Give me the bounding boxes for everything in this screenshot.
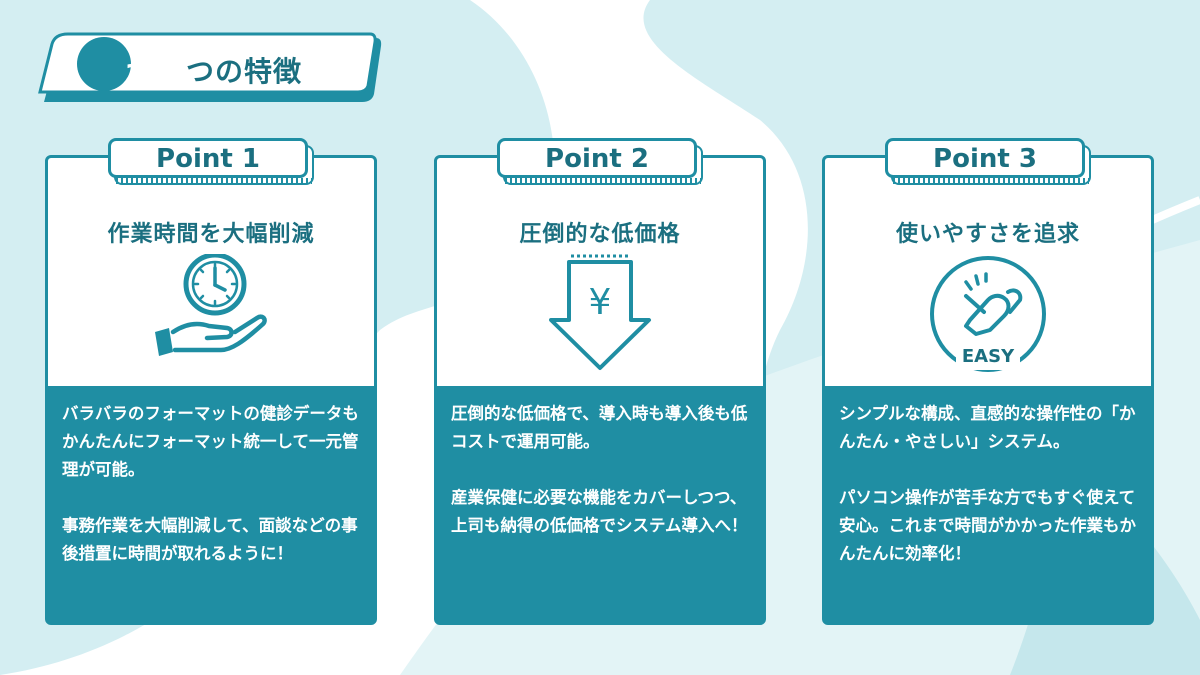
point-label: Point 3	[885, 138, 1085, 178]
point-label: Point 1	[108, 138, 308, 178]
card-paragraph: 圧倒的な低価格で、導入時も導入後も低コストで運用可能。	[451, 404, 748, 451]
card-paragraph: 事務作業を大幅削減して、面談などの事後措置に時間が取れるように！	[62, 516, 358, 563]
point-label: Point 2	[497, 138, 697, 178]
yen-symbol: ¥	[589, 282, 612, 323]
point-tab-2: Point 2	[497, 138, 711, 190]
easy-label: EASY	[962, 346, 1015, 367]
feature-title: 圧倒的な低価格	[519, 222, 681, 247]
card-paragraph: バラバラのフォーマットの健診データもかんたんにフォーマット統一して一元管理が可能…	[62, 404, 359, 479]
section-heading: 3 つの特徴	[36, 30, 386, 110]
easy-snap-icon: EASY	[930, 256, 1046, 372]
heading-title: つの特徴	[186, 55, 303, 88]
card-paragraph: シンプルな構成、直感的な操作性の「かんたん・やさしい」システム。	[839, 404, 1136, 451]
yen-down-arrow-icon: ¥	[549, 254, 651, 370]
point-tab-1: Point 1	[108, 138, 322, 190]
feature-title: 使いやすさを追求	[895, 222, 1080, 247]
feature-card-1: 作業時間を大幅削減 バラバラのフォーマットの健診データもかんたんにフォーマット統…	[45, 155, 377, 625]
card-body: バラバラのフォーマットの健診データもかんたんにフォーマット統一して一元管理が可能…	[48, 386, 374, 622]
heading-number: 3	[124, 60, 144, 90]
heading-tab-shape	[38, 32, 382, 102]
clock-hand-icon	[155, 254, 267, 356]
card-paragraph: 産業保健に必要な機能をカバーしつつ、上司も納得の低価格でシステム導入へ！	[451, 488, 748, 535]
card-paragraph: パソコン操作が苦手な方でもすぐ使えて安心。これまで時間がかかった作業もかんたんに…	[839, 488, 1136, 563]
point-tab-3: Point 3	[885, 138, 1099, 190]
feature-title: 作業時間を大幅削減	[107, 222, 315, 247]
feature-card-3: 使いやすさを追求 EASY シンプルな構成、直感的な操作性の「かんたん・やさしい…	[822, 155, 1154, 625]
feature-card-2: 圧倒的な低価格 ¥ 圧倒的な低価格で、導入時も導入後も低コストで運用可能。 産業…	[434, 155, 766, 625]
card-body: シンプルな構成、直感的な操作性の「かんたん・やさしい」システム。 パソコン操作が…	[825, 386, 1151, 622]
card-body: 圧倒的な低価格で、導入時も導入後も低コストで運用可能。 産業保健に必要な機能をカ…	[437, 386, 763, 622]
